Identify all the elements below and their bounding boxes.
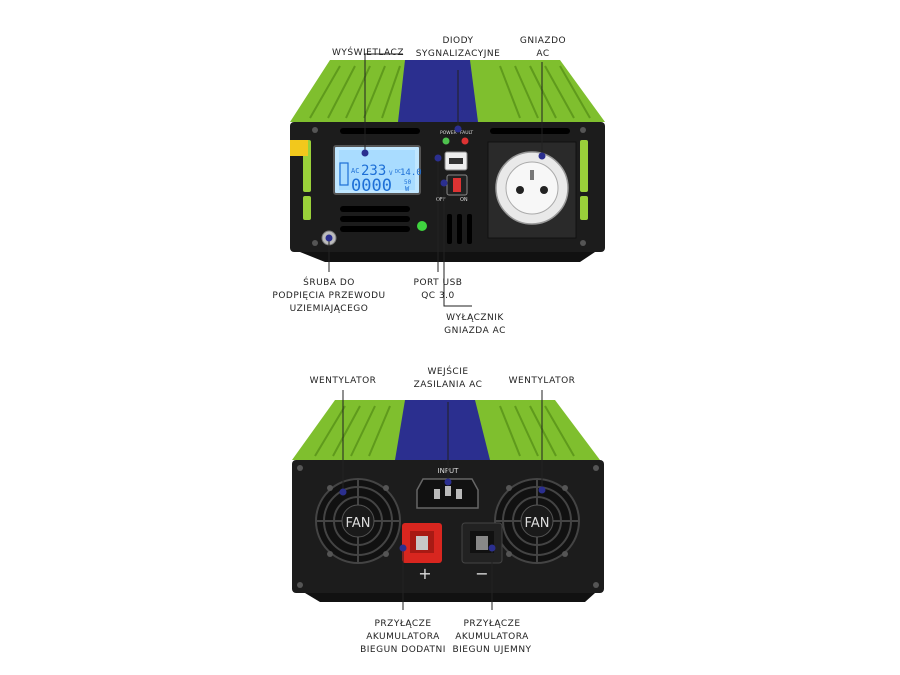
warning-sticker bbox=[290, 140, 308, 156]
minus-sign: − bbox=[475, 564, 488, 583]
label-ac-socket: GNIAZDO AC bbox=[519, 36, 567, 59]
label-ac-switch: WYŁĄCZNIK GNIAZDA AC bbox=[444, 313, 506, 336]
back-inverter bbox=[292, 400, 604, 602]
lcd-ac-label: AC bbox=[351, 167, 359, 175]
fan-right-text: FAN bbox=[525, 516, 550, 531]
label-usb-port: PORT USB QC 3.0 bbox=[413, 278, 463, 301]
label-ac-input: WEJŚCIE ZASILANIA AC bbox=[413, 367, 483, 390]
front-inverter bbox=[290, 60, 605, 262]
lcd-v-unit: V bbox=[389, 170, 393, 177]
battery-negative-terminal bbox=[461, 522, 503, 564]
label-display: WYŚWIETLACZ bbox=[331, 48, 404, 58]
label-ground-screw: ŚRUBA DO PODPIĘCIA PRZEWODU UZIEMIAJĄCEG… bbox=[272, 278, 386, 314]
switch-off-label: OFF bbox=[436, 197, 446, 203]
fan-right bbox=[494, 478, 580, 564]
lcd-hz: 50 bbox=[404, 179, 412, 186]
plus-sign: + bbox=[418, 564, 431, 583]
fan-left bbox=[315, 478, 401, 564]
green-status-led bbox=[417, 221, 427, 231]
label-fan-left: WENTYLATOR bbox=[309, 376, 377, 386]
lcd-dc-voltage: 14.0 bbox=[400, 168, 422, 178]
label-leds: DIODY SYGNALIZACYJNE bbox=[415, 36, 501, 59]
fault-led-label: FAULT bbox=[460, 130, 473, 136]
switch-on-label: ON bbox=[460, 197, 468, 203]
fan-left-text: FAN bbox=[346, 516, 371, 531]
fault-led bbox=[461, 137, 469, 145]
label-battery-positive: PRZYŁĄCZE AKUMULATORA BIEGUN DODATNI bbox=[360, 619, 446, 655]
label-battery-negative: PRZYŁĄCZE AKUMULATORA BIEGUN UJEMNY bbox=[452, 619, 532, 655]
lcd-w-unit: W bbox=[405, 185, 410, 193]
lcd-power: 0000 bbox=[351, 176, 392, 196]
lcd-dc-label: DC bbox=[395, 169, 401, 175]
label-fan-right: WENTYLATOR bbox=[508, 376, 576, 386]
power-led-label: POWER bbox=[440, 130, 457, 136]
power-led bbox=[442, 137, 450, 145]
battery-positive-terminal bbox=[402, 523, 442, 563]
lcd-ac-voltage: 233 bbox=[361, 163, 386, 179]
